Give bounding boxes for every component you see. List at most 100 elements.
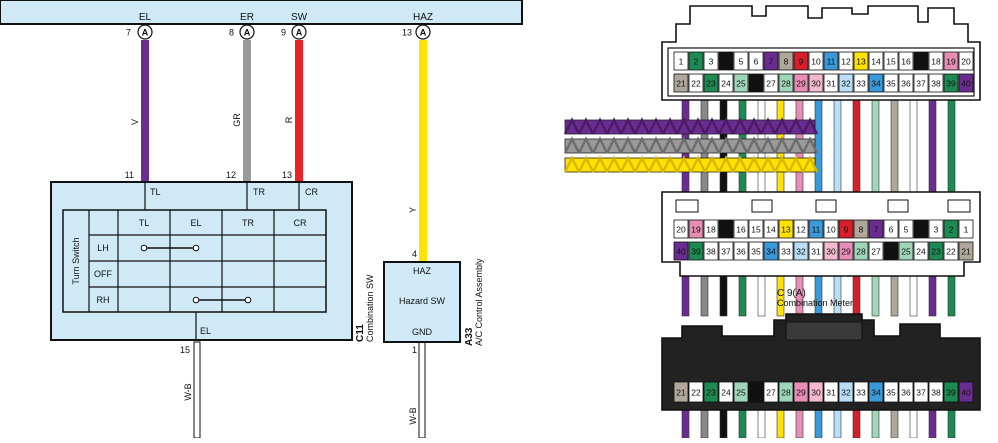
svg-text:19: 19	[691, 225, 701, 235]
connector-pin-40: 40	[673, 241, 689, 261]
svg-text:8: 8	[859, 225, 864, 235]
svg-text:6: 6	[889, 225, 894, 235]
wire-label-y: Y	[408, 207, 418, 213]
connector-pin-9: 9	[838, 219, 854, 239]
row-rh: RH	[97, 295, 110, 305]
svg-text:3: 3	[709, 57, 714, 67]
svg-text:1: 1	[679, 57, 684, 67]
connector-pin-40: 40	[958, 381, 974, 403]
svg-text:28: 28	[781, 79, 791, 89]
connector-pin-37: 37	[913, 73, 929, 93]
pin-label-haz: HAZ	[413, 12, 433, 23]
connector-pin-26: 26	[883, 241, 899, 261]
svg-text:20: 20	[961, 57, 971, 67]
terminal-cr: CR	[305, 187, 318, 197]
svg-text:18: 18	[931, 57, 941, 67]
wire-white-black-2	[418, 341, 426, 439]
connector-pin-32: 32	[838, 73, 854, 93]
connector-a-7: A 7	[126, 24, 153, 40]
svg-text:14: 14	[766, 225, 776, 235]
svg-text:31: 31	[826, 388, 836, 398]
svg-text:36: 36	[901, 79, 911, 89]
connector-pin-21: 21	[958, 241, 974, 261]
svg-text:39: 39	[946, 388, 956, 398]
row-off: OFF	[94, 269, 112, 279]
svg-text:4: 4	[724, 57, 729, 67]
svg-text:10: 10	[826, 225, 836, 235]
svg-text:A: A	[296, 28, 303, 38]
svg-text:21: 21	[961, 247, 971, 257]
connector-pin-8: 8	[853, 219, 869, 239]
connector-pin-2: 2	[688, 51, 704, 71]
connector-pin-17: 17	[913, 51, 929, 71]
wire-yellow	[419, 40, 427, 262]
svg-text:35: 35	[751, 247, 761, 257]
combination-meter-body	[0, 0, 523, 25]
connector-pin-23: 23	[928, 241, 944, 261]
svg-text:5: 5	[739, 57, 744, 67]
col-tl: TL	[139, 218, 150, 228]
svg-text:30: 30	[811, 388, 821, 398]
connector-pin-39: 39	[943, 73, 959, 93]
svg-text:1: 1	[964, 225, 969, 235]
braid-gray	[563, 136, 819, 154]
svg-text:33: 33	[781, 247, 791, 257]
connector-pin-31: 31	[823, 73, 839, 93]
connector-pin-22: 22	[943, 241, 959, 261]
svg-text:37: 37	[916, 79, 926, 89]
connector-pin-18: 18	[928, 51, 944, 71]
svg-text:12: 12	[796, 225, 806, 235]
svg-text:21: 21	[676, 388, 686, 398]
connector-pin-13: 13	[853, 51, 869, 71]
pin-11: 11	[125, 170, 134, 180]
svg-text:6: 6	[754, 57, 759, 67]
connector-pin-13: 13	[778, 219, 794, 239]
connector-pin-30: 30	[808, 73, 824, 93]
svg-text:22: 22	[946, 247, 956, 257]
connector-pin-34: 34	[763, 241, 779, 261]
svg-text:A: A	[244, 28, 251, 38]
pin-12: 12	[226, 170, 236, 180]
col-el: EL	[190, 218, 201, 228]
svg-text:27: 27	[871, 247, 881, 257]
connector-pin-33: 33	[853, 381, 869, 403]
connector-pin-36: 36	[898, 381, 914, 403]
wire-white-black-1	[193, 341, 201, 439]
svg-text:23: 23	[931, 247, 941, 257]
svg-text:12: 12	[841, 57, 851, 67]
connector-pin-25: 25	[898, 241, 914, 261]
svg-text:24: 24	[916, 247, 926, 257]
hazard-assembly: A/C Control Assembly	[474, 258, 484, 346]
connector-pin-34: 34	[868, 381, 884, 403]
svg-text:20: 20	[676, 225, 686, 235]
svg-text:38: 38	[931, 388, 941, 398]
connector-pin-29: 29	[838, 241, 854, 261]
svg-text:8: 8	[229, 28, 234, 38]
connector-pin-38: 38	[703, 241, 719, 261]
terminal-gnd: GND	[412, 327, 433, 337]
svg-text:33: 33	[856, 79, 866, 89]
braid-yellow	[563, 155, 819, 173]
svg-text:31: 31	[811, 247, 821, 257]
svg-text:32: 32	[796, 247, 806, 257]
connector-pin-26: 26	[748, 381, 764, 403]
svg-text:22: 22	[691, 388, 701, 398]
svg-text:17: 17	[916, 57, 926, 67]
connector-pin-16: 16	[733, 219, 749, 239]
connector-pin-31: 31	[823, 381, 839, 403]
connector-pin-6: 6	[883, 219, 899, 239]
svg-text:A: A	[420, 28, 427, 38]
connector-pin-7: 7	[868, 219, 884, 239]
svg-text:28: 28	[856, 247, 866, 257]
wire-label-wb-1: W-B	[183, 383, 193, 400]
terminal-tr: TR	[253, 187, 265, 197]
svg-text:11: 11	[812, 225, 821, 235]
connector-pin-39: 39	[943, 381, 959, 403]
turn-switch-table: Turn Switch TL EL TR CR LH OFF RH	[62, 209, 327, 313]
connector-pin-26: 26	[748, 73, 764, 93]
svg-text:31: 31	[826, 79, 836, 89]
connector-pin-12: 12	[793, 219, 809, 239]
